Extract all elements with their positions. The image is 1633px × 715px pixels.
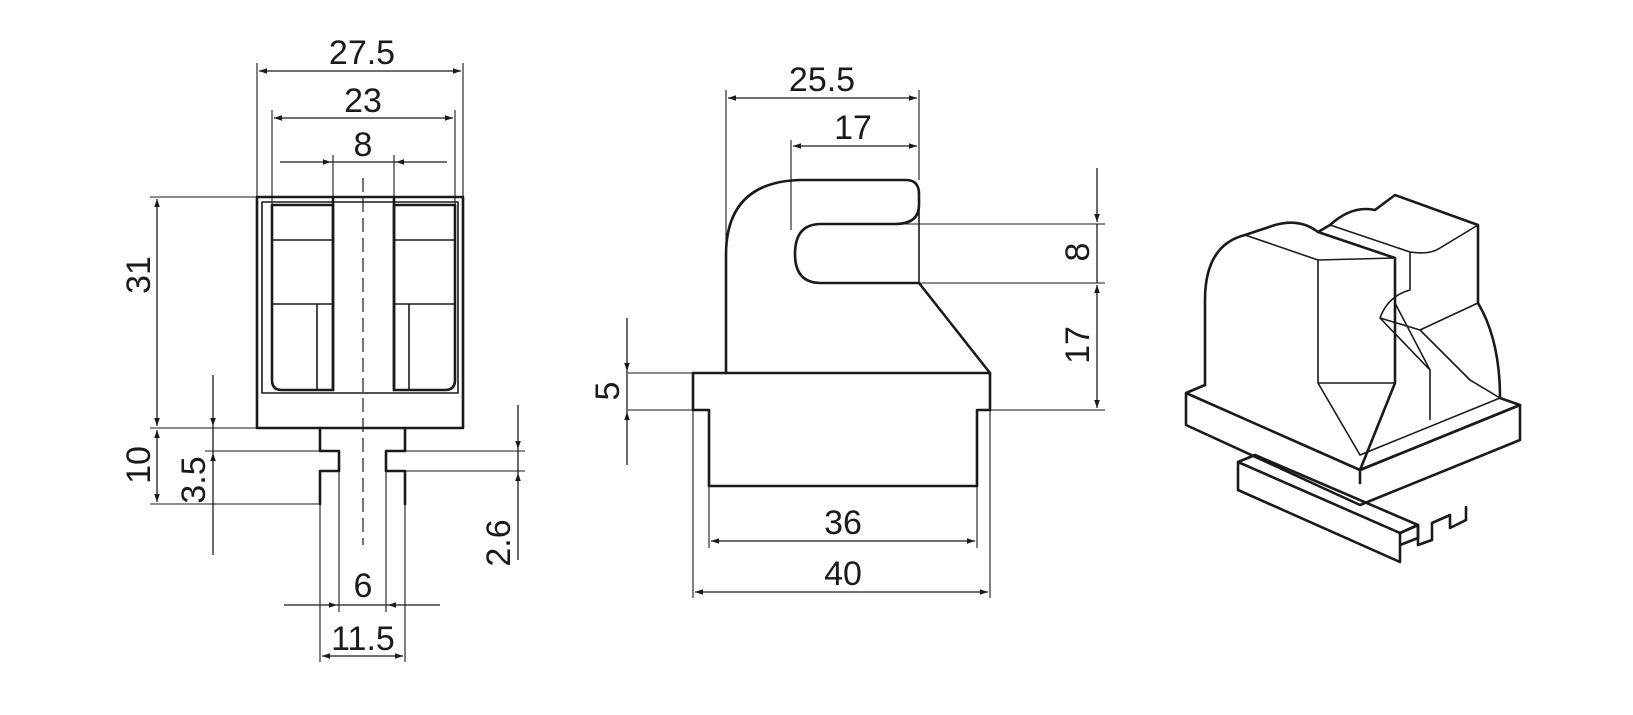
front-body-inner-outline [261,201,459,394]
dim-label-2-6: 2.6 [480,519,518,566]
side-base-outline [691,371,992,488]
front-right-block [392,203,457,392]
front-foot-outline [318,426,407,506]
dim-label-3-5: 3.5 [175,456,213,503]
dim-label-40: 40 [824,555,862,593]
front-left-block [270,203,335,392]
iso-rail [1236,453,1420,564]
front-view: 27.5 23 8 31 10 3.5 2.6 6 11.5 [120,34,525,662]
side-hook-outline [724,178,992,375]
dim-label-31: 31 [120,256,158,294]
iso-base-plate [1184,383,1522,507]
iso-top-faces [1244,194,1501,456]
dim-label-36: 36 [824,504,862,542]
dim-label-27-5: 27.5 [329,34,395,72]
iso-rail-tab [1398,505,1468,547]
side-view: 25.5 17 8 17 5 36 40 [589,61,1105,598]
dim-label-5: 5 [589,382,627,401]
dim-label-17-horizontal: 17 [834,109,872,147]
dim-label-6: 6 [354,567,373,605]
dim-label-8-hook: 8 [1059,243,1097,262]
dim-label-17-vertical: 17 [1059,326,1097,364]
dim-label-25-5: 25.5 [789,61,855,99]
dim-label-11-5: 11.5 [331,620,395,658]
iso-body-outline [1203,193,1522,485]
side-dimensions [624,90,1105,598]
isometric-view [1184,193,1522,564]
dim-label-10: 10 [120,446,158,484]
front-dimensions [150,63,525,662]
dim-label-8-slot: 8 [354,126,373,164]
dim-label-23: 23 [344,82,382,120]
